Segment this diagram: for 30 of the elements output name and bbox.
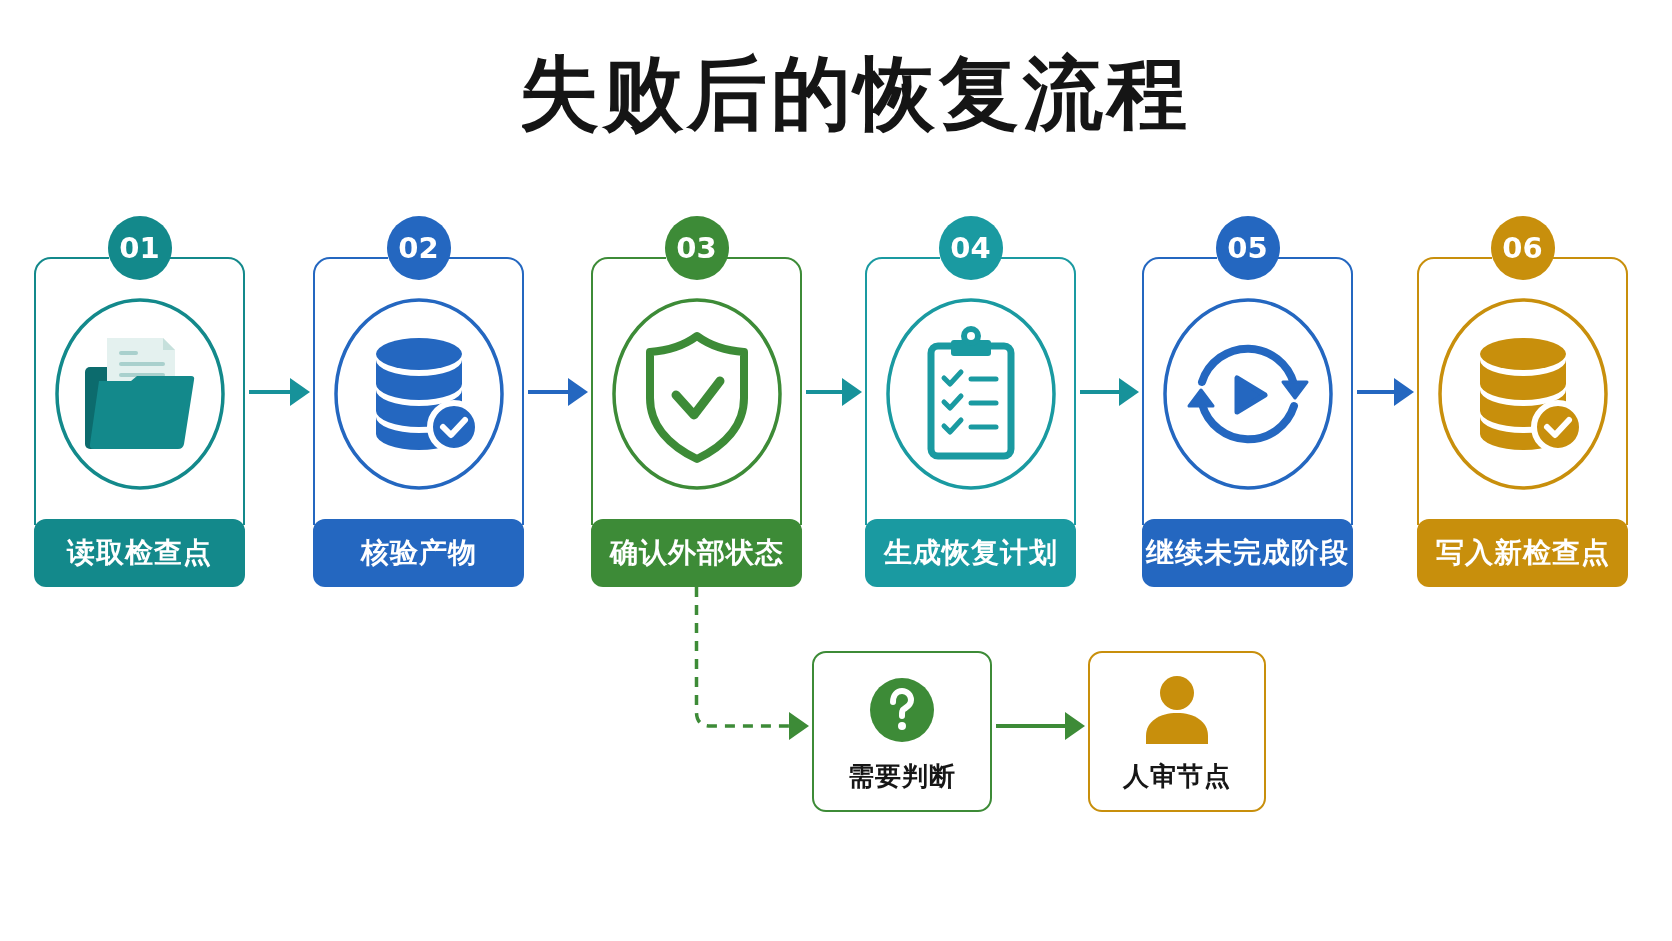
arrow (249, 378, 310, 406)
arrow (528, 378, 588, 406)
step-title-bar: 读取检查点 (34, 519, 245, 587)
arrow (806, 378, 862, 406)
step-title-bar: 生成恢复计划 (865, 519, 1076, 587)
arrow (996, 712, 1085, 740)
process-box (812, 651, 992, 812)
diagram-title: 失败后的恢复流程 (519, 50, 1191, 138)
node-label: 人审节点 (1123, 760, 1231, 793)
arrow (1080, 378, 1139, 406)
arrow (1357, 378, 1414, 406)
step-number-badge: 04 (938, 216, 1003, 280)
node-label: 需要判断 (848, 760, 956, 793)
step-card (865, 216, 1076, 587)
step-number-badge: 02 (386, 216, 451, 280)
step-card (34, 216, 245, 587)
step-title-bar: 写入新检查点 (1417, 519, 1628, 587)
step-number-badge: 01 (107, 216, 172, 280)
step-number-badge: 05 (1215, 216, 1280, 280)
step-title-bar: 核验产物 (313, 519, 524, 587)
process-box (1088, 651, 1266, 812)
step-card (591, 216, 802, 587)
step-number-badge: 06 (1490, 216, 1555, 280)
step-title-bar: 确认外部状态 (591, 519, 802, 587)
step-card (313, 216, 524, 587)
step-number-badge: 03 (664, 216, 729, 280)
step-card (1417, 216, 1628, 587)
dashed-arrow (694, 587, 809, 740)
step-card (1142, 216, 1353, 587)
step-title-bar: 继续未完成阶段 (1142, 519, 1353, 587)
